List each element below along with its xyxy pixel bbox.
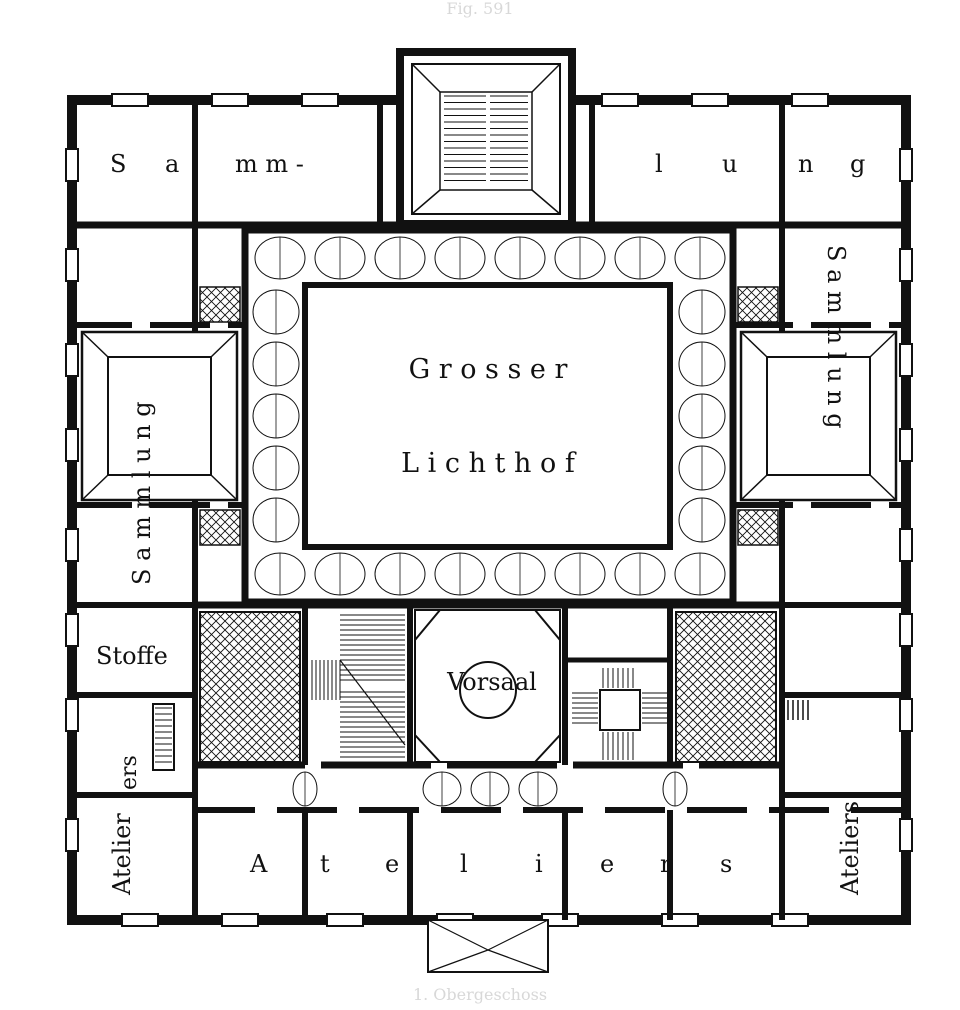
ateliers-letter: e — [385, 850, 399, 878]
side-stair — [572, 668, 668, 760]
window — [771, 913, 809, 927]
sammlung-left-label: S a m m l u n g — [128, 401, 156, 585]
window — [301, 93, 339, 107]
ateliers-letter: s — [720, 850, 732, 878]
window — [899, 698, 913, 732]
window — [791, 93, 829, 107]
window — [899, 613, 913, 647]
window — [899, 343, 913, 377]
main-stair — [444, 95, 528, 181]
grand-stair — [311, 614, 406, 758]
window — [65, 148, 79, 182]
window — [65, 428, 79, 462]
stair-diagonal — [339, 659, 406, 746]
window — [65, 343, 79, 377]
window — [221, 913, 259, 927]
courtyard-label-1: G r o s s e r — [409, 354, 568, 385]
courtyard-label-2: L i c h t h o f — [401, 448, 577, 479]
vorsaal-label: Vorsaal — [446, 668, 537, 696]
sammlung-top-l: l — [655, 150, 663, 178]
room-labels: G r o s s e r L i c h t h o f Vorsaal St… — [96, 150, 865, 896]
stoffe-label: Stoffe — [96, 642, 168, 670]
figure-caption: Fig. 591 — [446, 0, 513, 18]
sammlung-top-mm: m m - — [235, 150, 304, 178]
floor-caption: 1. Obergeschoss — [413, 985, 547, 1004]
window — [899, 528, 913, 562]
ateliers-left-label: Atelier — [108, 813, 136, 896]
ateliers-left-small-label: ers — [117, 755, 142, 790]
walls — [65, 48, 913, 973]
corridor-vaults — [252, 236, 726, 807]
window — [899, 248, 913, 282]
window — [65, 528, 79, 562]
sammlung-top-u: u — [722, 150, 737, 178]
window — [65, 613, 79, 647]
window — [111, 93, 149, 107]
ateliers-letter: i — [535, 850, 543, 878]
window — [326, 913, 364, 927]
ateliers-letter: l — [460, 850, 468, 878]
window — [899, 428, 913, 462]
window — [65, 818, 79, 852]
sammlung-top-g: g — [850, 150, 865, 178]
atelier-stair — [152, 700, 809, 771]
sammlung-top-s: S — [110, 150, 126, 178]
window — [899, 148, 913, 182]
window — [899, 818, 913, 852]
ateliers-letter: e — [600, 850, 614, 878]
window — [211, 93, 249, 107]
ateliers-letter: r — [660, 850, 672, 878]
window — [65, 248, 79, 282]
window — [65, 698, 79, 732]
ateliers-right-label: Ateliers — [836, 801, 864, 896]
window — [121, 913, 159, 927]
stair-landing — [599, 689, 641, 731]
ateliers-letter: t — [320, 850, 330, 878]
stair-frame — [152, 703, 175, 771]
sammlung-top-a: a — [165, 150, 179, 178]
ateliers-letter: A — [249, 850, 268, 878]
sammlung-top-n: n — [798, 150, 813, 178]
window — [691, 93, 729, 107]
window — [601, 93, 639, 107]
sammlung-right-label: S a m m l u n g — [822, 245, 850, 429]
